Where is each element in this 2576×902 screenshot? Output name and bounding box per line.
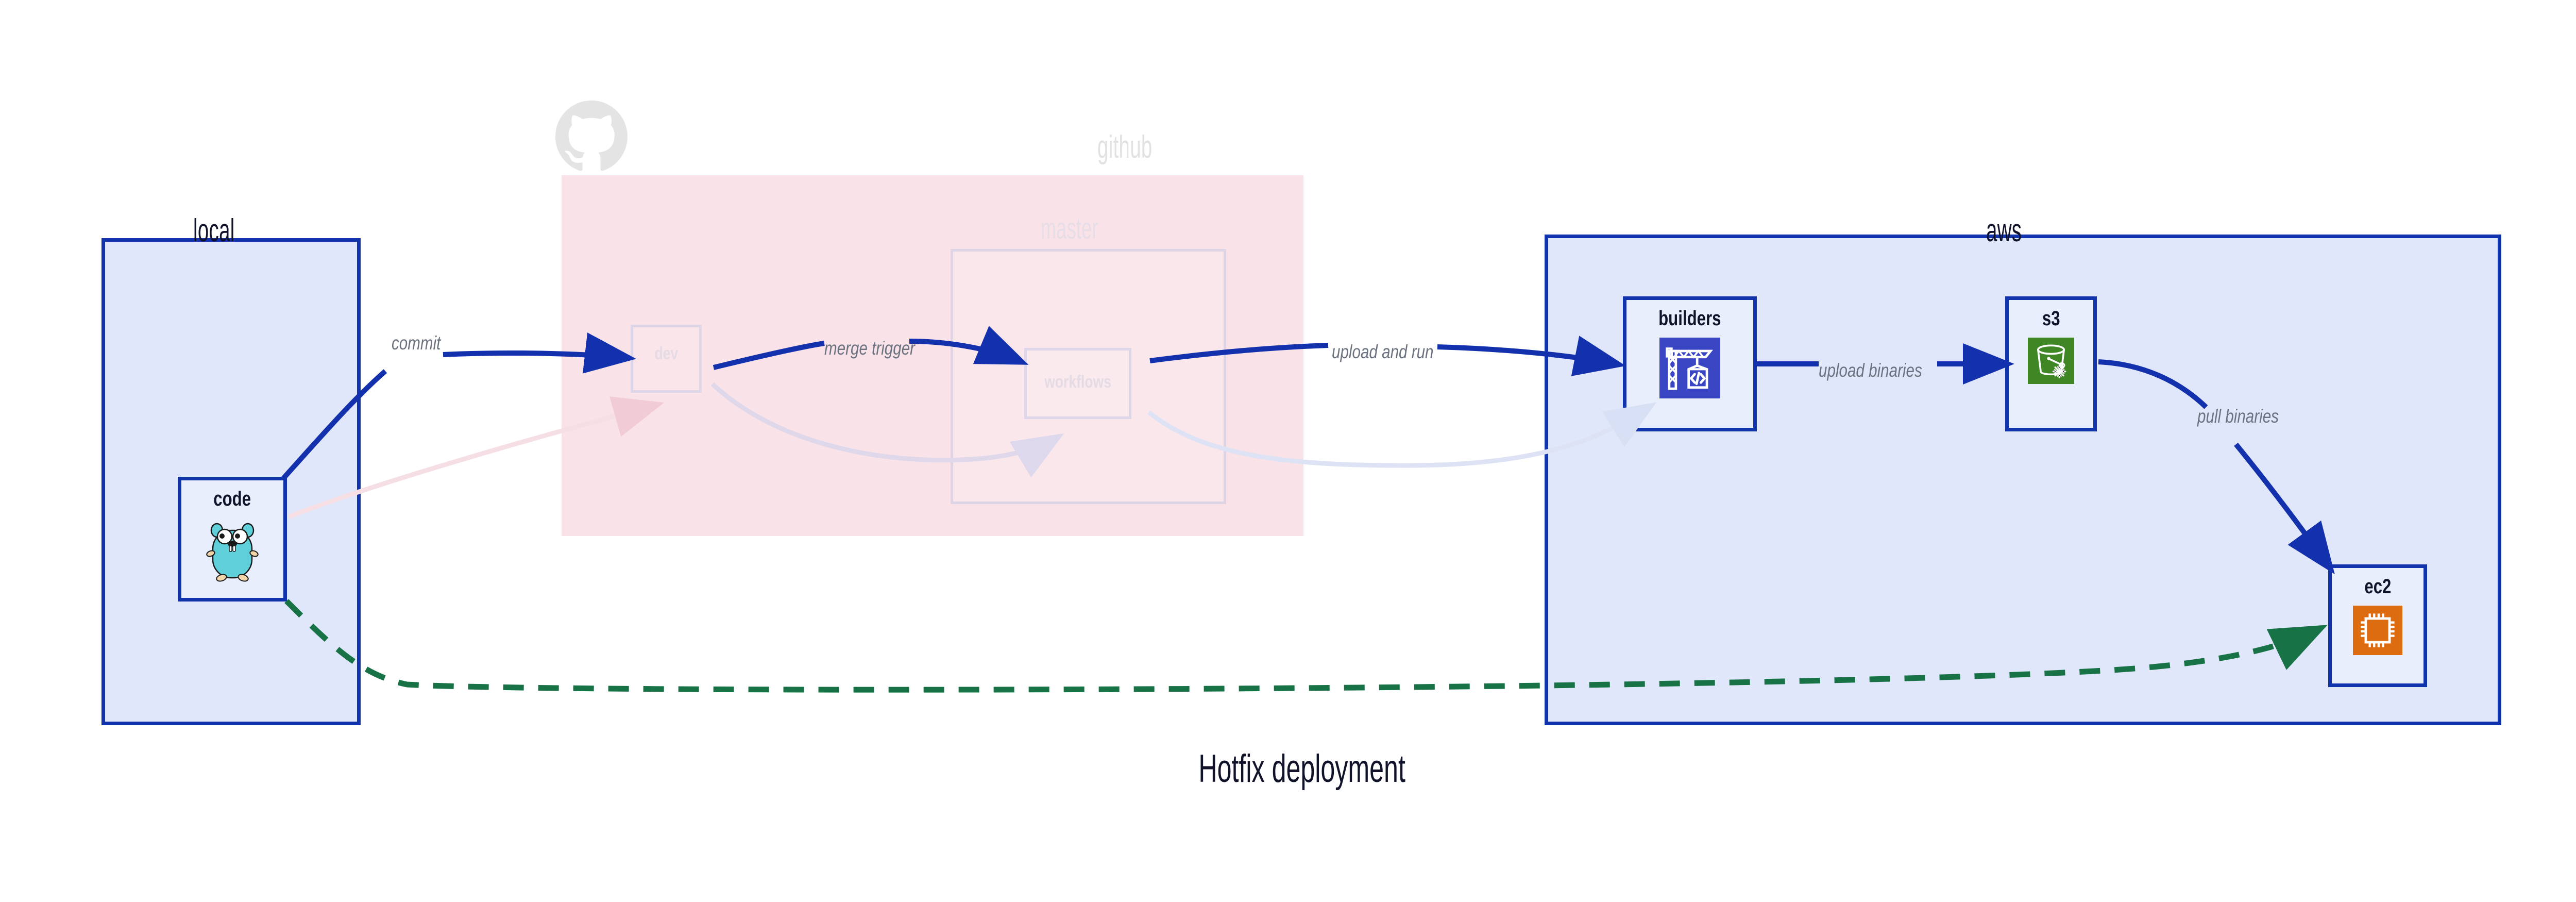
node-dev-label: dev [654,344,678,363]
node-code[interactable]: code [178,477,287,602]
cluster-label-github: github [1097,129,1153,165]
node-code-label: code [213,488,251,510]
node-ec2[interactable]: ec2 [2328,564,2427,687]
cluster-label-aws: aws [1986,213,2022,248]
github-octocat-icon [555,101,628,173]
go-gopher-icon [202,518,263,587]
page-title-text: Hotfix deployment [1198,747,1405,791]
node-workflows[interactable]: workflows [1024,348,1131,419]
edge-label-merge-trigger: merge trigger [824,338,916,359]
node-workflows-label: workflows [1044,372,1111,392]
node-s3[interactable]: s3 [2005,296,2097,431]
edge-label-commit: commit [392,332,441,354]
aws-codebuild-icon [1659,338,1720,401]
page-title: Hotfix deployment [0,746,2576,791]
node-dev[interactable]: dev [631,325,702,393]
aws-s3-glacier-icon [2028,338,2074,387]
node-ec2-label: ec2 [2364,575,2392,598]
cluster-label-master: master [1041,212,1098,245]
aws-ec2-chip-icon [2353,606,2402,658]
node-builders[interactable]: builders [1623,296,1757,431]
node-builders-label: builders [1658,307,1721,330]
node-s3-label: s3 [2042,307,2060,330]
edge-label-upload-and-run: upload and run [1332,341,1434,362]
edge-label-pull-binaries: pull binaries [2197,406,2279,427]
edge-label-upload-binaries: upload binaries [1819,360,1922,381]
cluster-label-local: local [193,213,235,248]
